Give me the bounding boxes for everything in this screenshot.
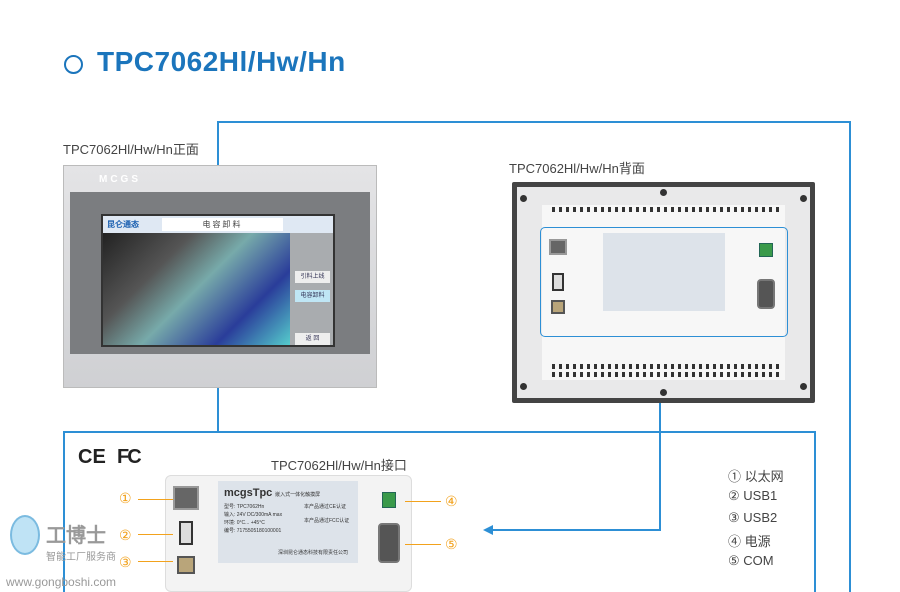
marker-5: ⑤: [445, 536, 458, 552]
label-fcc-note: 本产品通过FCC认证: [304, 518, 350, 524]
marker-4: ④: [445, 493, 458, 509]
watermark-mascot-icon: [10, 515, 40, 555]
back-label-image: [603, 233, 725, 311]
front-caption: TPC7062Hl/Hw/Hn正面: [63, 142, 199, 157]
port-list-item: ⑤ COM: [728, 553, 774, 568]
label-ce-note: 本产品通过CE认证: [304, 504, 346, 510]
hmi-screen: 昆仑通态 电容卸料 引料上线 电容卸料 返 回: [101, 214, 335, 347]
connector-line: [659, 334, 661, 531]
marker-2: ②: [119, 527, 132, 543]
watermark-slogan: 智能工厂服务商: [46, 552, 116, 563]
marker-1: ①: [119, 490, 132, 506]
connector-line: [217, 121, 851, 123]
front-device-image: MCGS 昆仑通态 电容卸料 引料上线 电容卸料 返 回: [63, 165, 377, 388]
screen-button[interactable]: 返 回: [295, 333, 330, 345]
screen-header: 电容卸料: [162, 218, 283, 231]
connector-line: [63, 431, 65, 592]
port-list-item: ① 以太网: [728, 469, 784, 484]
screen-button[interactable]: 电容卸料: [295, 290, 330, 302]
ce-mark: CE: [78, 446, 106, 468]
label-brand: mcgsTpc: [224, 487, 273, 499]
interface-caption: TPC7062Hl/Hw/Hn接口: [271, 458, 407, 473]
arrow-left-icon: [483, 525, 493, 535]
fcc-mark: FC: [117, 446, 142, 468]
port-list-item: ③ USB2: [728, 510, 778, 525]
connector-line: [814, 431, 816, 592]
port-list-item: ④ 电源: [728, 534, 771, 549]
back-caption: TPC7062Hl/Hw/Hn背面: [509, 161, 645, 176]
label-env: 环境: 0°C... +45°C: [224, 519, 265, 526]
interface-panel-image: mcgsTpc 嵌入式一体化触摸屏 型号: TPC7062Hn 输入: 24V …: [165, 475, 412, 592]
connector-line: [849, 121, 851, 592]
connector-line: [63, 431, 816, 433]
watermark-url: www.gongboshi.com: [6, 575, 117, 589]
marker-3: ③: [119, 554, 132, 570]
page-title: TPC7062Hl/Hw/Hn: [97, 46, 346, 77]
label-model: 型号: TPC7062Hn: [224, 503, 265, 510]
title-circle-icon: [64, 55, 83, 74]
back-device-image: [512, 182, 815, 403]
connector-line: [492, 529, 661, 531]
bezel-brand: MCGS: [99, 174, 141, 185]
port-list-item: ② USB1: [728, 488, 778, 503]
label-company: 深圳昆仑通态科技有限责任公司: [278, 550, 349, 556]
screen-button[interactable]: 引料上线: [295, 271, 330, 283]
screen-logo: 昆仑通态: [107, 220, 139, 229]
label-input: 输入: 24V DC/300mA max: [224, 511, 283, 518]
watermark-name: 工博士: [46, 525, 106, 547]
label-product: 嵌入式一体化触摸屏: [275, 492, 321, 498]
label-serial: 编号: 7175505180100001: [224, 527, 282, 534]
